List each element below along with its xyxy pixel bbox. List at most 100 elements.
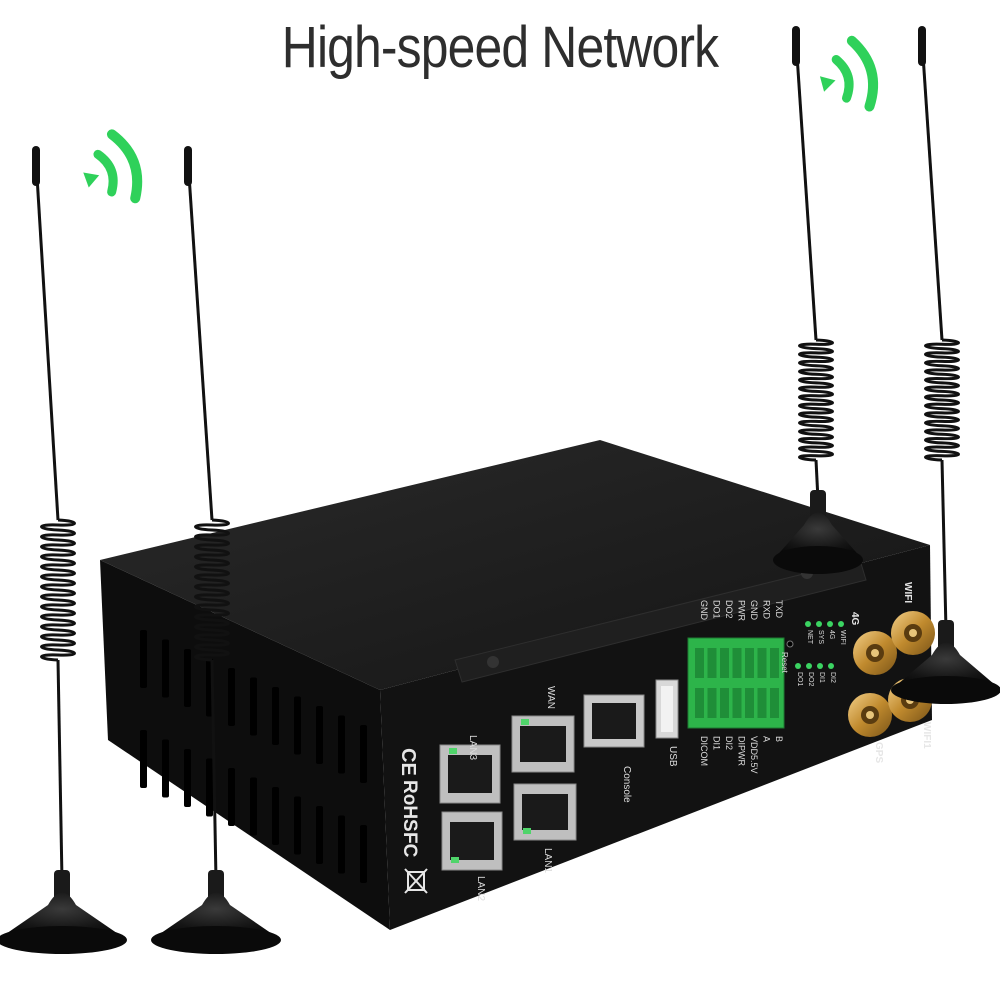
antenna-label-wifi1: WIFI1	[921, 722, 932, 749]
reset-label: Reset	[780, 652, 789, 674]
vent-slot	[360, 725, 367, 783]
antenna-label-4g: 4G	[849, 612, 860, 626]
vent-slot	[162, 639, 169, 698]
terminal-label: RXD	[762, 600, 772, 620]
led-label: DO2	[807, 672, 814, 687]
status-led	[806, 663, 812, 669]
terminal-pin	[732, 688, 742, 718]
led-label: DO1	[796, 672, 803, 687]
vent-slot	[184, 649, 191, 707]
status-led	[795, 663, 801, 669]
antenna-icon	[891, 26, 1000, 704]
led-label: NET	[806, 630, 813, 645]
ce-mark: CE	[397, 748, 419, 776]
terminal-pin	[770, 648, 779, 678]
fc-mark: FC	[399, 832, 420, 858]
led-label: DI1	[818, 672, 825, 683]
terminal-pin	[757, 688, 767, 718]
ethernet-ports	[439, 679, 679, 871]
terminal-label: VDD5.5V	[749, 736, 759, 774]
status-led	[817, 663, 823, 669]
vent-slot	[338, 815, 345, 874]
sma-connector-wifi[interactable]	[891, 611, 935, 655]
terminal-pin	[770, 688, 779, 718]
led-label: DI2	[829, 672, 836, 683]
vent-slot	[228, 668, 235, 726]
signal-wave-icon	[83, 129, 143, 204]
terminal-label: DICOM	[699, 736, 709, 766]
vent-slot	[162, 739, 169, 798]
wan-port[interactable]	[511, 715, 575, 773]
vent-slot	[140, 630, 147, 688]
led-label: WIFI	[839, 630, 846, 645]
terminal-label: PWR	[737, 600, 747, 621]
terminal-pin	[720, 688, 729, 718]
antenna-label-wifi: WIFI	[902, 582, 913, 603]
antenna-icon	[151, 146, 281, 954]
terminal-label: GND	[699, 600, 709, 621]
vent-slot	[294, 796, 301, 855]
terminal-label: DI2	[724, 736, 734, 750]
sma-connector-gps[interactable]	[848, 693, 892, 737]
vent-slot	[272, 687, 279, 745]
terminal-block	[687, 637, 785, 729]
terminal-label: TXD	[774, 600, 784, 619]
signal-wave-icon	[819, 35, 879, 112]
status-led	[816, 621, 822, 627]
vent-slot	[360, 825, 367, 883]
vent-grille	[140, 630, 367, 883]
status-led	[838, 621, 844, 627]
vent-slot	[184, 749, 191, 807]
vent-slot	[250, 777, 257, 836]
vent-slot	[206, 758, 213, 817]
vent-slot	[316, 806, 323, 864]
terminal-pin	[695, 688, 704, 718]
antenna-icon	[0, 146, 127, 954]
terminal-label: DO1	[712, 600, 722, 619]
terminal-pin	[745, 688, 754, 718]
led-label: 4G	[828, 630, 835, 639]
vent-slot	[272, 787, 279, 845]
vent-slot	[338, 715, 345, 774]
terminal-label: DO2	[724, 600, 734, 619]
terminal-label: GND	[749, 600, 759, 621]
mounting-bracket	[454, 559, 867, 683]
vent-slot	[228, 768, 235, 826]
status-led	[827, 621, 833, 627]
headline: High-speed Network	[281, 15, 719, 80]
lan1-label: LAN1	[542, 848, 553, 873]
terminal-label: B	[774, 736, 784, 742]
screw	[487, 656, 499, 668]
led-label: SYS	[817, 630, 824, 644]
lan1-port[interactable]	[513, 783, 577, 841]
lan3-port[interactable]	[439, 744, 501, 804]
vent-slot	[294, 696, 301, 755]
terminal-label: A	[762, 736, 772, 742]
weee-bin-icon	[404, 868, 428, 894]
antenna-label-gps: GPS	[873, 742, 884, 763]
terminal-pin	[745, 648, 754, 678]
lan2-label: LAN2	[475, 876, 486, 901]
console-label: Console	[621, 766, 632, 803]
vent-slot	[140, 730, 147, 788]
console-port[interactable]	[583, 694, 645, 748]
terminal-pin	[732, 648, 742, 678]
vent-slot	[250, 677, 257, 736]
usb-label: USB	[667, 746, 678, 767]
terminal-pin	[707, 688, 717, 718]
terminal-pin	[707, 648, 717, 678]
terminal-pin	[695, 648, 704, 678]
lan3-label: LAN3	[467, 735, 478, 760]
status-led	[828, 663, 834, 669]
terminal-label: DI1	[712, 736, 722, 750]
usb-port[interactable]	[655, 679, 679, 739]
router-top	[100, 440, 930, 690]
lan2-port[interactable]	[441, 811, 503, 871]
antenna-icon	[773, 26, 863, 574]
wan-label: WAN	[545, 686, 556, 709]
sma-connector-4g[interactable]	[853, 631, 897, 675]
reset-button[interactable]	[786, 640, 794, 648]
rohs-mark: RoHS	[399, 780, 420, 832]
status-led	[805, 621, 811, 627]
